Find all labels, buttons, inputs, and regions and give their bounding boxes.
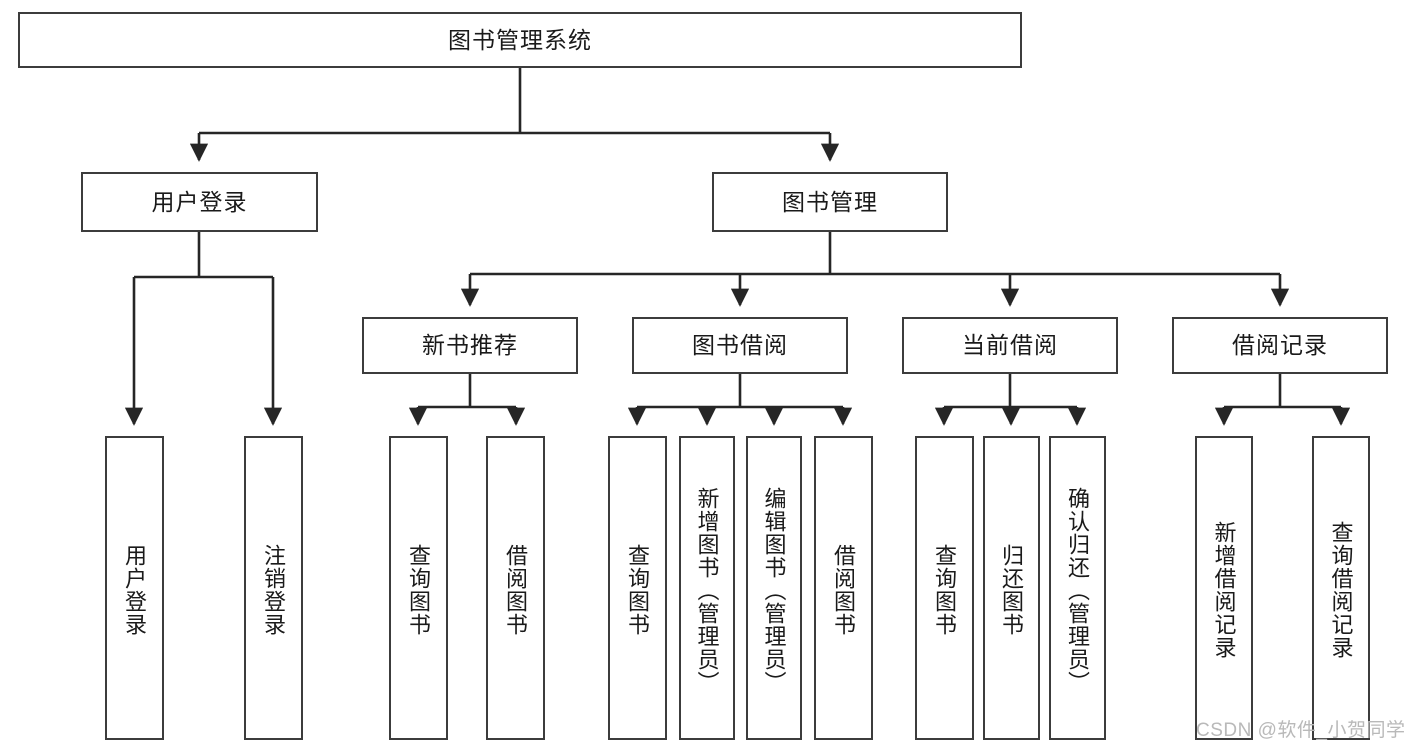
node-label: 归还图书 bbox=[999, 544, 1025, 636]
node-label: 图书管理系统 bbox=[448, 26, 592, 53]
leaf-user-login[interactable]: 用户登录 bbox=[105, 436, 164, 740]
leaf-query-book-current[interactable]: 查询图书 bbox=[915, 436, 974, 740]
node-label: 新增图书（管理员） bbox=[694, 486, 720, 694]
leaf-lend-book[interactable]: 借阅图书 bbox=[814, 436, 873, 740]
node-book-management[interactable]: 图书管理 bbox=[712, 172, 948, 232]
leaf-logout[interactable]: 注销登录 bbox=[244, 436, 303, 740]
node-current-borrow[interactable]: 当前借阅 bbox=[902, 317, 1118, 374]
node-label: 确认归还（管理员） bbox=[1065, 486, 1091, 694]
node-new-book-recommend[interactable]: 新书推荐 bbox=[362, 317, 578, 374]
node-label: 新书推荐 bbox=[422, 332, 518, 358]
node-borrow-record[interactable]: 借阅记录 bbox=[1172, 317, 1388, 374]
node-label: 图书管理 bbox=[782, 188, 878, 215]
csdn-watermark: CSDN @软件_小贺同学 bbox=[1196, 720, 1405, 741]
node-label: 注销登录 bbox=[261, 544, 287, 636]
leaf-add-book-admin[interactable]: 新增图书（管理员） bbox=[679, 436, 735, 740]
leaf-borrow-book-newbook[interactable]: 借阅图书 bbox=[486, 436, 545, 740]
node-user-login[interactable]: 用户登录 bbox=[81, 172, 318, 232]
node-book-borrow[interactable]: 图书借阅 bbox=[632, 317, 848, 374]
node-system-root[interactable]: 图书管理系统 bbox=[18, 12, 1022, 68]
leaf-query-book-newbook[interactable]: 查询图书 bbox=[389, 436, 448, 740]
node-label: 查询图书 bbox=[406, 544, 432, 636]
node-label: 借阅图书 bbox=[831, 544, 857, 636]
leaf-edit-book-admin[interactable]: 编辑图书（管理员） bbox=[746, 436, 802, 740]
leaf-add-borrow-record[interactable]: 新增借阅记录 bbox=[1195, 436, 1253, 740]
node-label: 查询图书 bbox=[625, 544, 651, 636]
node-label: 用户登录 bbox=[151, 188, 248, 215]
node-label: 新增借阅记录 bbox=[1211, 521, 1237, 659]
leaf-confirm-return-admin[interactable]: 确认归还（管理员） bbox=[1049, 436, 1106, 740]
node-label: 用户登录 bbox=[122, 544, 148, 636]
leaf-return-book[interactable]: 归还图书 bbox=[983, 436, 1040, 740]
node-label: 编辑图书（管理员） bbox=[761, 486, 787, 694]
node-label: 借阅记录 bbox=[1232, 332, 1328, 358]
node-label: 当前借阅 bbox=[962, 332, 1058, 358]
leaf-query-borrow-record[interactable]: 查询借阅记录 bbox=[1312, 436, 1370, 740]
node-label: 查询图书 bbox=[932, 544, 958, 636]
leaf-query-book-borrow[interactable]: 查询图书 bbox=[608, 436, 667, 740]
node-label: 查询借阅记录 bbox=[1328, 521, 1354, 659]
node-label: 借阅图书 bbox=[503, 544, 529, 636]
node-label: 图书借阅 bbox=[692, 332, 788, 358]
